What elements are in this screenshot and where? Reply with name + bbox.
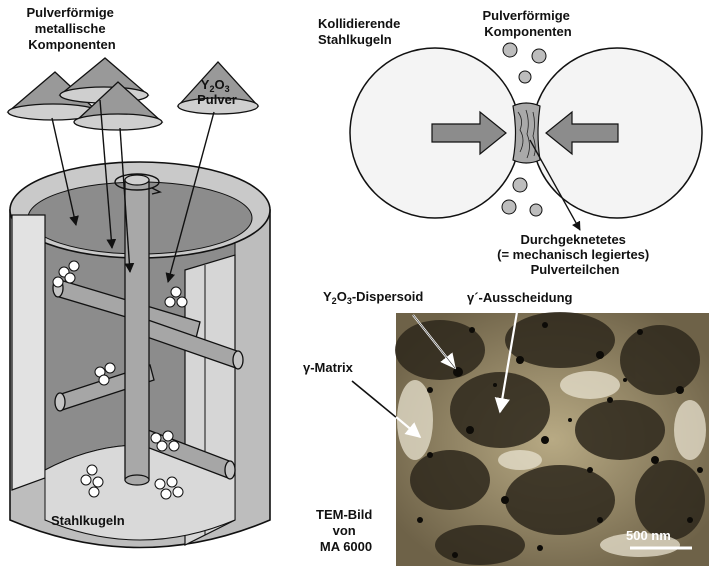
tem-light-regions — [397, 371, 706, 557]
mill-left-cut-wall — [11, 214, 46, 491]
precipitate-label: γ´-Ausscheidung — [467, 290, 573, 305]
right-compression-arrow — [545, 110, 619, 156]
agitator-shaft — [124, 179, 150, 481]
tem-micrograph: 500 nm Y2O3-Dispersoid γ´-Ausscheidung γ… — [303, 289, 709, 566]
kneaded-particle-label: Durchgeknetetes (= mechanisch legiertes)… — [497, 232, 653, 277]
colliding-balls-label: Kollidierende Stahlkugeln — [318, 16, 404, 47]
rotation-arrow-icon — [114, 173, 160, 191]
oxide-powder-cone — [176, 61, 260, 115]
steel-balls — [52, 260, 188, 500]
tem-dispersoid-dots — [417, 322, 703, 558]
metallic-powder-cones — [6, 57, 164, 131]
matrix-label: γ-Matrix — [303, 360, 354, 375]
free-powder-particles — [501, 42, 547, 217]
powder-components-label: Pulverförmige Komponenten — [482, 8, 573, 39]
particle-texture — [517, 109, 536, 159]
precipitate-arrow — [494, 311, 519, 414]
kneaded-particle — [512, 102, 541, 164]
oxide-powder-label: Y2O3 Pulver — [197, 77, 237, 107]
scale-bar-label: 500 nm — [626, 528, 671, 543]
dispersoid-label: Y2O3-Dispersoid — [323, 289, 423, 306]
metallic-powder-label: Pulverförmige metallische Komponenten — [26, 5, 117, 52]
powder-feed-arrows — [51, 99, 215, 283]
kneaded-pointer-arrow — [529, 139, 581, 231]
left-compression-arrow — [431, 110, 507, 156]
collision-diagram: Kollidierende Stahlkugeln Pulverförmige … — [318, 8, 703, 277]
tem-caption: TEM-Bild von MA 6000 — [316, 507, 376, 554]
steel-balls-label: Stahlkugeln — [51, 513, 125, 528]
attritor-mill: Pulverförmige metallische Komponenten Y2… — [6, 5, 271, 549]
